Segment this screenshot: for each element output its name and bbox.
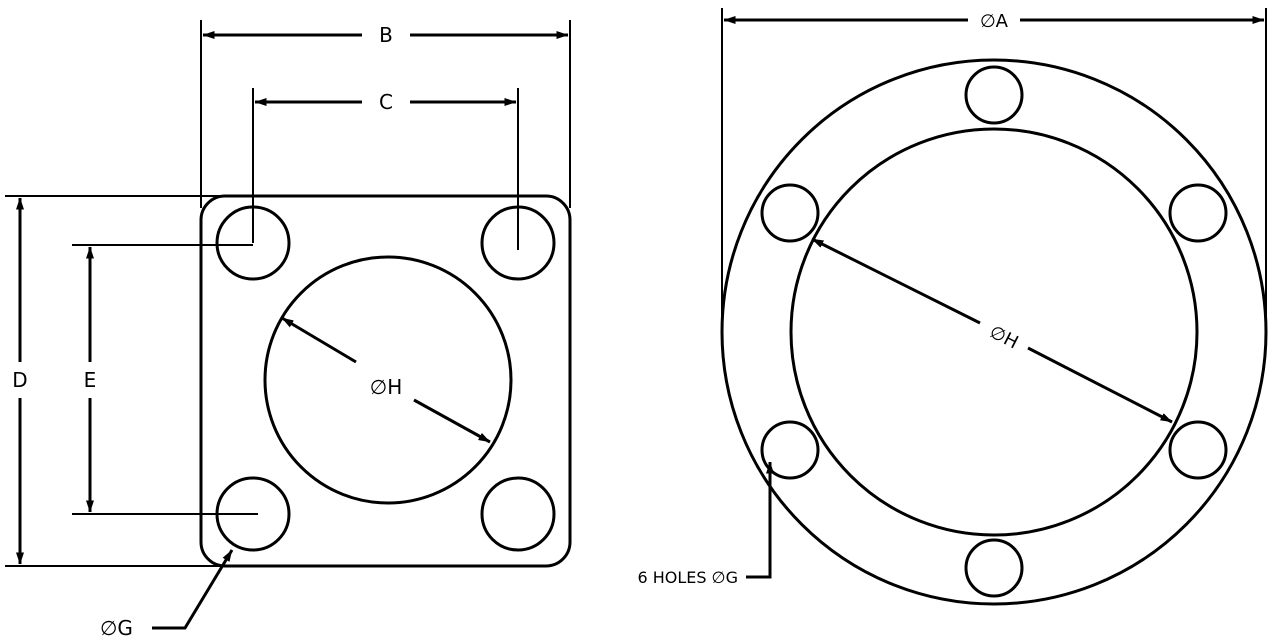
dim-line-h-lower	[413, 398, 491, 444]
round-hole-lower-left	[760, 420, 820, 480]
round-hole-bottom	[964, 538, 1024, 598]
square-flange: B C D E ∅H ∅G	[5, 20, 572, 640]
round-flange: ∅A ∅H 6 HOLES ∅G	[638, 8, 1268, 606]
round-hole-top	[964, 65, 1024, 125]
dim-label-h-square: ∅H	[370, 375, 402, 399]
square-hole-bottom-right	[480, 476, 556, 552]
leader-holes-round	[746, 461, 774, 579]
round-hole-upper-right	[1168, 183, 1228, 243]
leader-g-square	[152, 549, 234, 630]
dim-label-d: D	[12, 368, 27, 392]
round-flange-inner	[789, 127, 1199, 537]
round-hole-lower-right	[1168, 420, 1228, 480]
dim-line-h-round-upper	[811, 237, 981, 325]
dim-label-c: C	[379, 90, 393, 114]
round-flange-outer	[720, 58, 1268, 606]
square-flange-body	[199, 194, 572, 568]
leader-label-g-square: ∅G	[100, 616, 133, 640]
dim-label-a: ∅A	[980, 11, 1009, 32]
square-center-hole	[263, 255, 513, 505]
leader-label-holes: 6 HOLES ∅G	[638, 568, 739, 587]
dim-line-h-upper	[281, 316, 357, 364]
dim-label-h-round: ∅H	[986, 321, 1022, 353]
round-hole-upper-left	[760, 183, 820, 243]
dim-label-e: E	[84, 368, 97, 392]
dim-line-h-round-lower	[1027, 346, 1173, 424]
dim-label-b: B	[379, 23, 393, 47]
